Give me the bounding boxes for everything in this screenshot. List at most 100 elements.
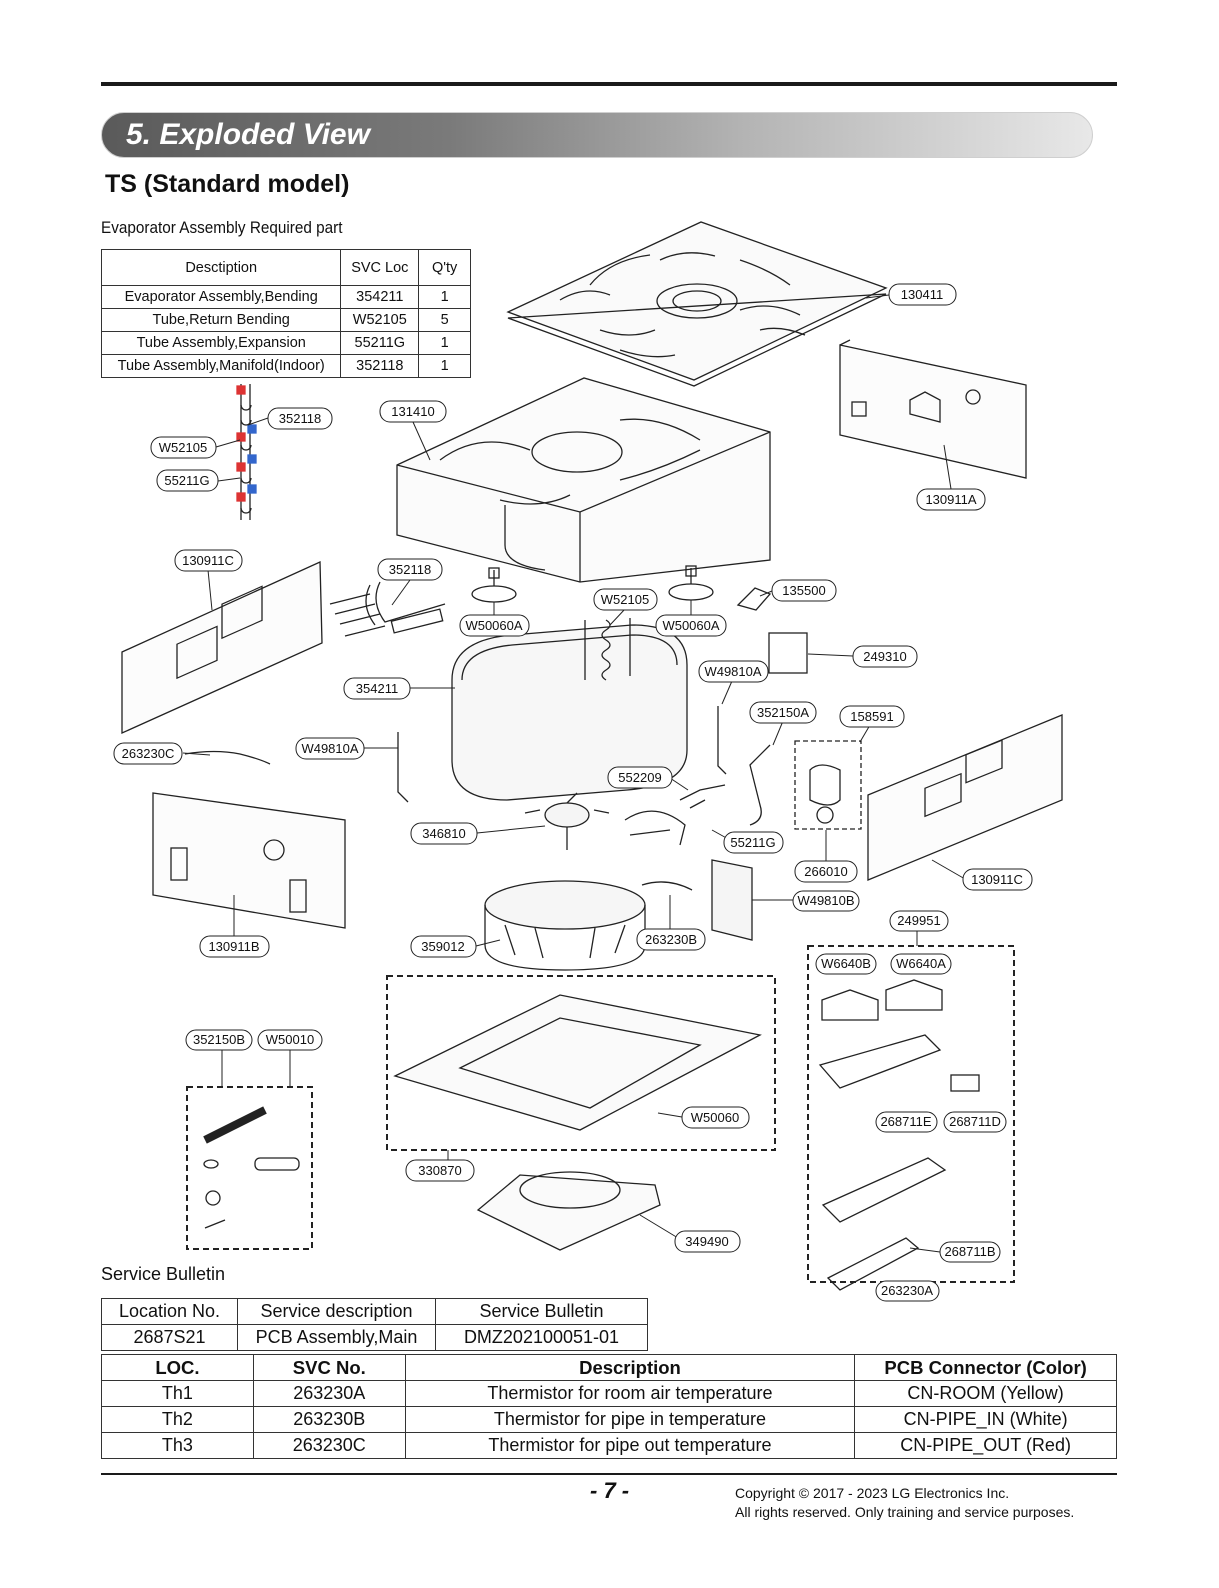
column-header: Location No.	[101, 1298, 238, 1325]
callout-label: 268711E	[880, 1114, 931, 1129]
copyright-notice: Copyright © 2017 - 2023 LG Electronics I…	[735, 1484, 1074, 1522]
column-header: SVC No.	[252, 1354, 406, 1381]
callout-label: W49810A	[301, 741, 358, 756]
table-cell: CN-ROOM (Yellow)	[854, 1380, 1117, 1407]
table-cell: Th2	[101, 1406, 254, 1433]
return-bend-drawing	[601, 619, 611, 681]
manifold-drawing	[236, 384, 257, 520]
pump-bracket-drawing	[711, 859, 753, 941]
callout-label: 130911C	[182, 553, 234, 568]
left-side-panel-drawing	[121, 561, 323, 735]
callout-label: 130911C	[971, 872, 1023, 887]
callout-label: 268711B	[944, 1244, 995, 1259]
fan-motor-drawing	[524, 792, 610, 850]
turbo-fan-drawing	[484, 880, 646, 971]
table-cell: W52105	[340, 308, 420, 332]
callout-263230C: 263230C	[113, 742, 183, 765]
part-callouts: 130411 130911A 131410 352118 W52105 5521…	[113, 283, 1033, 1302]
top-plate-drawing	[506, 221, 888, 387]
callout-268711D: 268711D	[943, 1111, 1007, 1133]
thermistor-b-drawing	[641, 881, 693, 891]
callout-label: 263230A	[881, 1283, 933, 1298]
callout-W50060: W50060	[681, 1106, 750, 1129]
callout-label: 552209	[618, 770, 661, 785]
right-side-panel-drawing	[867, 714, 1063, 881]
callout-label: 131410	[391, 404, 434, 419]
callout-label: W6640A	[896, 956, 946, 971]
callout-label: 352118	[279, 411, 321, 426]
callout-label: 346810	[422, 826, 465, 841]
table-cell: PCB Assembly,Main	[237, 1324, 436, 1351]
callout-W50060A-right: W50060A	[655, 614, 727, 637]
callout-346810: 346810	[410, 822, 478, 845]
table-cell: 263230C	[252, 1432, 406, 1459]
callout-label: 249951	[897, 913, 940, 928]
table-row: Evaporator Assembly,Bending 354211 1	[100, 285, 471, 309]
control-box-cover-drawing	[768, 632, 808, 674]
back-panel-drawing	[839, 339, 1027, 479]
callout-label: W49810A	[704, 664, 761, 679]
callout-label: W6640B	[821, 956, 871, 971]
table-row: Th2 263230B Thermistor for pipe in tempe…	[101, 1406, 1117, 1433]
callout-130911A: 130911A	[916, 488, 986, 511]
callout-263230A: 263230A	[875, 1280, 940, 1302]
callout-552209: 552209	[607, 766, 673, 789]
callout-135500: 135500	[771, 579, 837, 602]
callout-label: 249310	[863, 649, 906, 664]
callout-W50060A-left: W50060A	[459, 614, 530, 637]
table-cell: 354211	[340, 285, 420, 309]
drain-pan-drawing	[386, 975, 776, 1151]
table-row: Tube,Return Bending W52105 5	[100, 308, 471, 332]
callout-label: 158591	[850, 709, 893, 724]
section-banner: 5. Exploded View	[101, 112, 1093, 158]
expansion-tube-drawing	[390, 608, 444, 634]
manifold-tubes-drawing	[329, 581, 446, 637]
callout-330870: 330870	[405, 1159, 475, 1182]
copyright-line: All rights reserved. Only training and s…	[735, 1504, 1075, 1520]
table-header-row: Desctiption SVC Loc Q'ty	[100, 249, 471, 286]
callout-131410: 131410	[379, 400, 447, 423]
callout-label: W52105	[601, 592, 649, 607]
bracket-drawing	[736, 587, 772, 611]
front-panel-drawing	[152, 792, 346, 929]
callout-label: 263230C	[122, 746, 175, 761]
top-rule	[101, 82, 1117, 86]
table-cell: 1	[418, 285, 471, 309]
callout-label: 130911B	[208, 939, 259, 954]
callout-130911C-right: 130911C	[962, 868, 1033, 891]
column-header: PCB Connector (Color)	[854, 1354, 1117, 1381]
callout-label: 352118	[389, 562, 431, 577]
table-cell: CN-PIPE_OUT (Red)	[854, 1432, 1117, 1459]
drain-pump-drawing	[794, 740, 862, 830]
callout-349490: 349490	[674, 1230, 741, 1253]
callout-label: 263230B	[645, 932, 697, 947]
table-row: 2687S21 PCB Assembly,Main DMZ202100051-0…	[101, 1324, 648, 1351]
callout-label: 130911A	[925, 492, 976, 507]
service-bulletin-caption: Service Bulletin	[101, 1264, 226, 1284]
callout-268711E: 268711E	[875, 1111, 938, 1133]
table-cell: Thermistor for pipe out temperature	[404, 1432, 856, 1459]
table-cell: Thermistor for room air temperature	[404, 1380, 856, 1407]
service-bulletin-table: Location No. Service description Service…	[101, 1298, 648, 1351]
callout-249951: 249951	[889, 910, 949, 932]
table-row: Th3 263230C Thermistor for pipe out temp…	[101, 1432, 1117, 1459]
table-cell: Th3	[101, 1432, 254, 1459]
callout-label: 330870	[418, 1163, 461, 1178]
callout-W6640B: W6640B	[815, 953, 877, 975]
table-cell: 1	[418, 331, 471, 355]
callout-W50010: W50010	[257, 1029, 323, 1051]
table-cell: 352118	[340, 354, 420, 378]
table-cell: Evaporator Assembly,Bending	[100, 285, 342, 309]
callout-352150A: 352150A	[749, 701, 817, 724]
column-header: LOC.	[101, 1354, 254, 1381]
callout-359012: 359012	[410, 935, 477, 958]
callout-label: 352150B	[193, 1032, 245, 1047]
callout-label: W50060	[691, 1110, 739, 1125]
callout-W49810B: W49810B	[792, 890, 860, 912]
table-cell: 55211G	[340, 331, 420, 355]
valve-drawing	[679, 784, 726, 809]
table-cell: 1	[418, 354, 471, 378]
callout-label: W50060A	[465, 618, 522, 633]
callout-W6640A: W6640A	[890, 953, 952, 975]
